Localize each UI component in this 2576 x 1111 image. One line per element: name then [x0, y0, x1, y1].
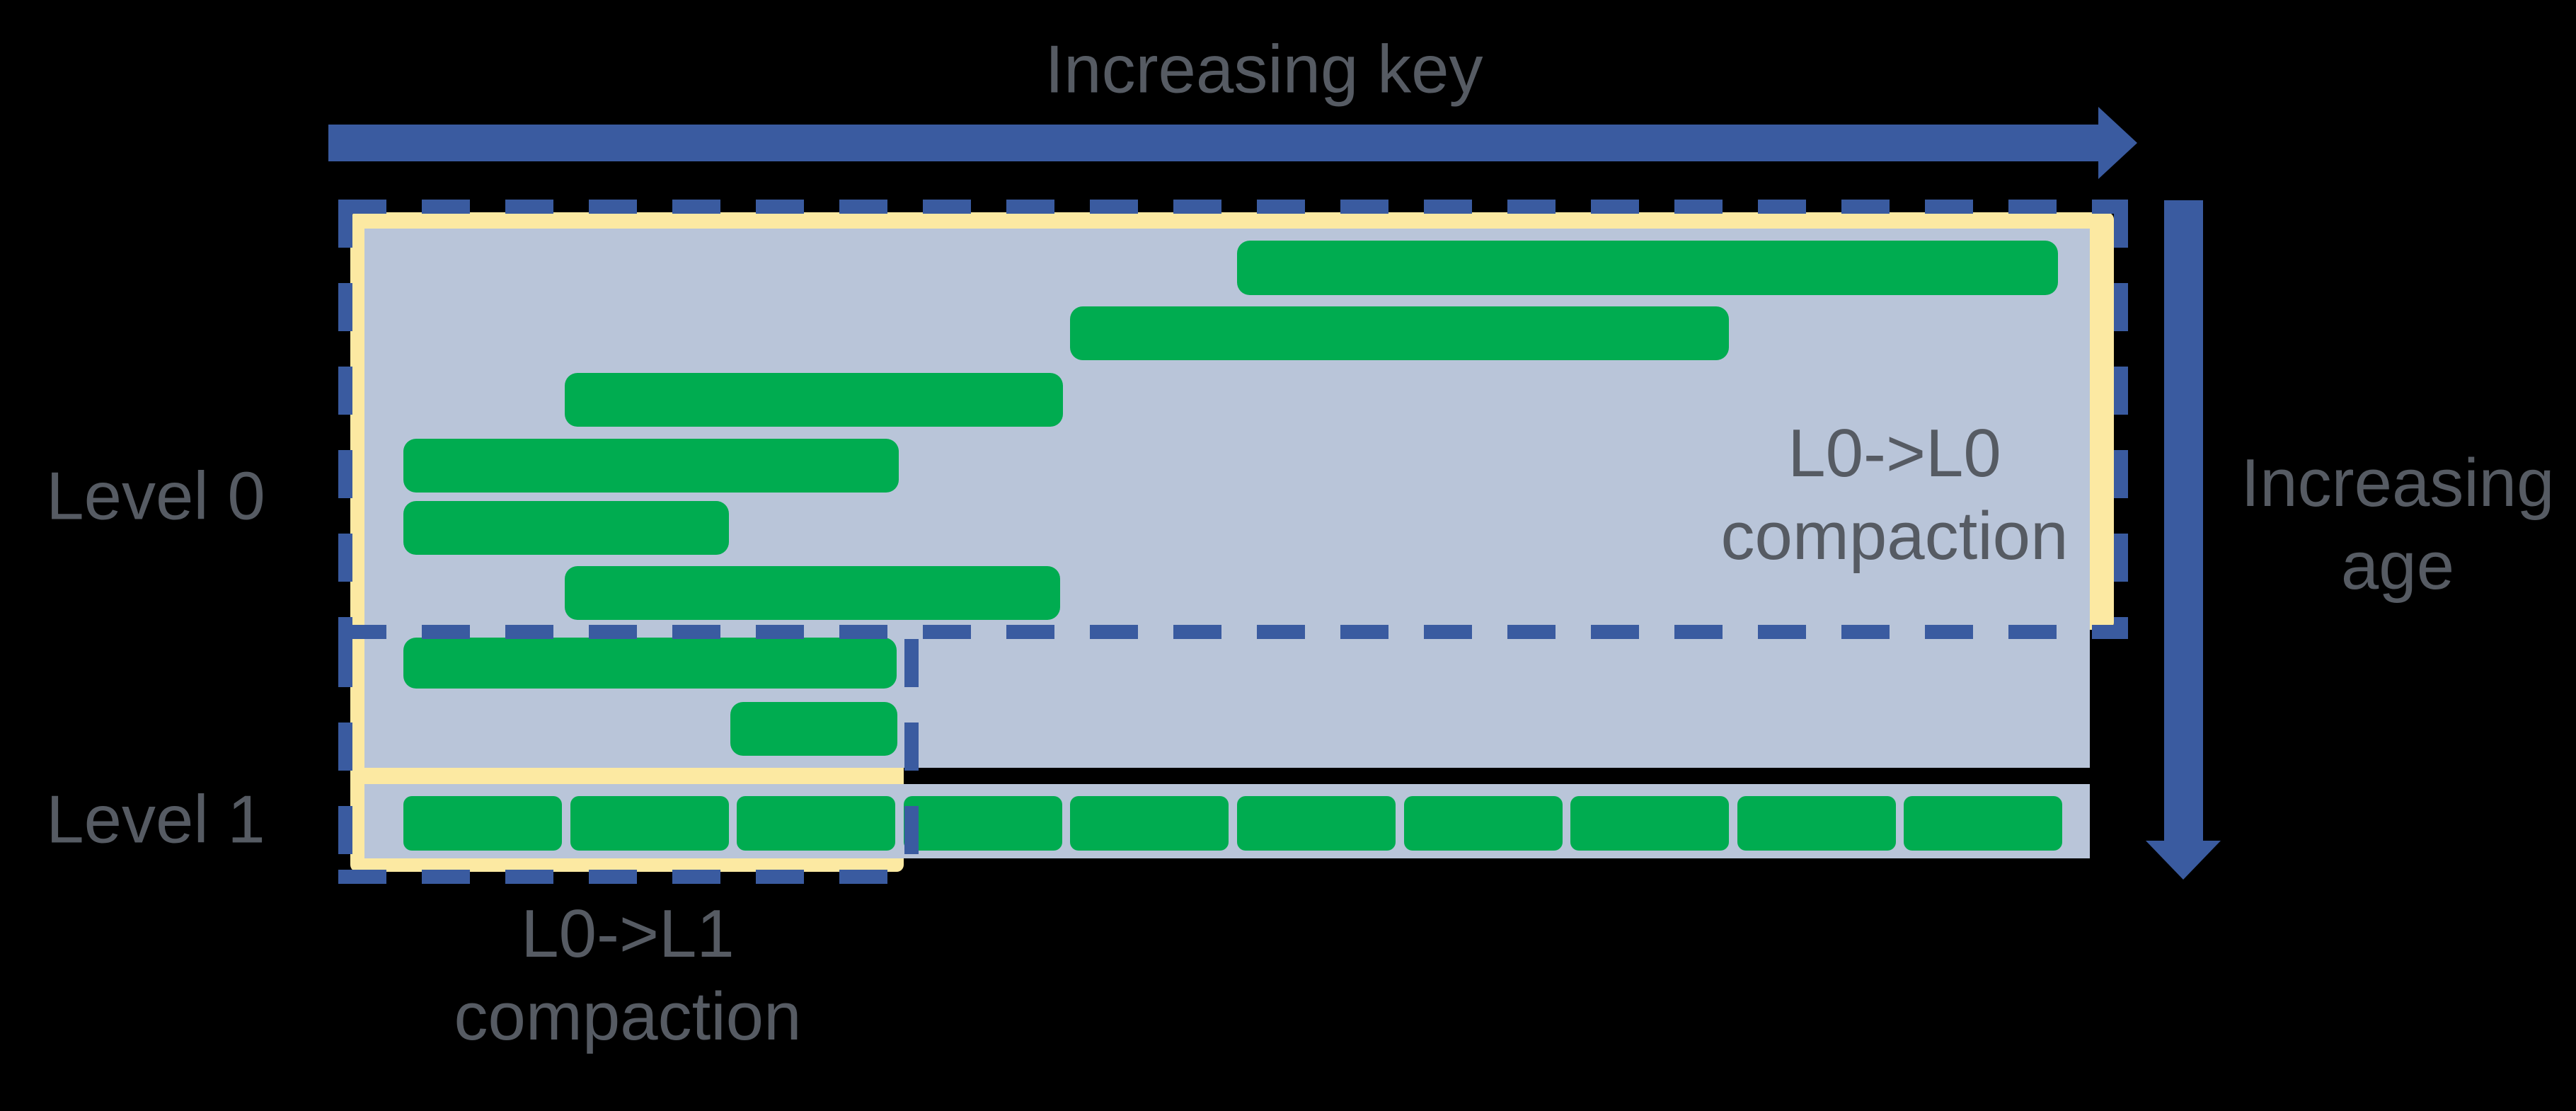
pending-sstable-bar [730, 702, 897, 756]
dashed-border-l0-top [338, 200, 2128, 214]
down-arrowhead-icon [2146, 841, 2221, 880]
level1-sstable-segment [1904, 796, 2062, 851]
increasing-age-label: Increasing age [2241, 442, 2555, 607]
l0-l0-compaction-line2: compaction [1720, 498, 2069, 574]
l0-l1-compaction-line1: L0->L1 [521, 896, 735, 972]
level0-sstable-bar [565, 566, 1060, 620]
l0-l0-compaction-line1: L0->L0 [1788, 415, 2001, 491]
dashed-border-l0l1-left [338, 639, 352, 884]
dashed-border-l0l1-right [904, 639, 919, 884]
level1-sstable-segment [1404, 796, 1563, 851]
level0-label: Level 0 [46, 458, 265, 534]
down-arrow-icon [2164, 200, 2203, 841]
level0-sstable-bar [1070, 306, 1729, 360]
level1-label: Level 1 [46, 781, 265, 858]
dashed-border-l0-left [338, 200, 352, 639]
level1-sstable-segment [1070, 796, 1229, 851]
level1-sstable-segment [570, 796, 729, 851]
level0-sstable-bar [1237, 241, 2058, 295]
level1-sstable-segment [1570, 796, 1729, 851]
level0-sstable-bar [403, 439, 899, 493]
l0-l1-compaction-label: L0->L1 compaction [454, 892, 802, 1058]
dashed-border-l0-right [2114, 200, 2128, 639]
pending-sstable-bar [403, 638, 897, 689]
l0-l1-compaction-line2: compaction [454, 979, 802, 1054]
right-arrowhead-icon [2098, 107, 2137, 179]
level1-sstable-segment [403, 796, 562, 851]
level1-sstable-segment [1237, 796, 1396, 851]
dashed-border-l0-bottom [338, 625, 2128, 639]
l0-l0-compaction-label: L0->L0 compaction [1721, 412, 2069, 577]
increasing-age-line1: Increasing [2241, 445, 2555, 521]
level0-sstable-bar [565, 373, 1063, 427]
level1-sstable-segment [1737, 796, 1896, 851]
right-arrow-icon [328, 125, 2099, 161]
level0-sstable-bar [403, 501, 729, 555]
level1-sstable-segment [737, 796, 895, 851]
increasing-age-line2: age [2340, 528, 2455, 604]
increasing-key-label: Increasing key [1045, 31, 1483, 108]
level1-sstable-segment [904, 796, 1062, 851]
dashed-border-l0l1-bottom [338, 870, 919, 884]
